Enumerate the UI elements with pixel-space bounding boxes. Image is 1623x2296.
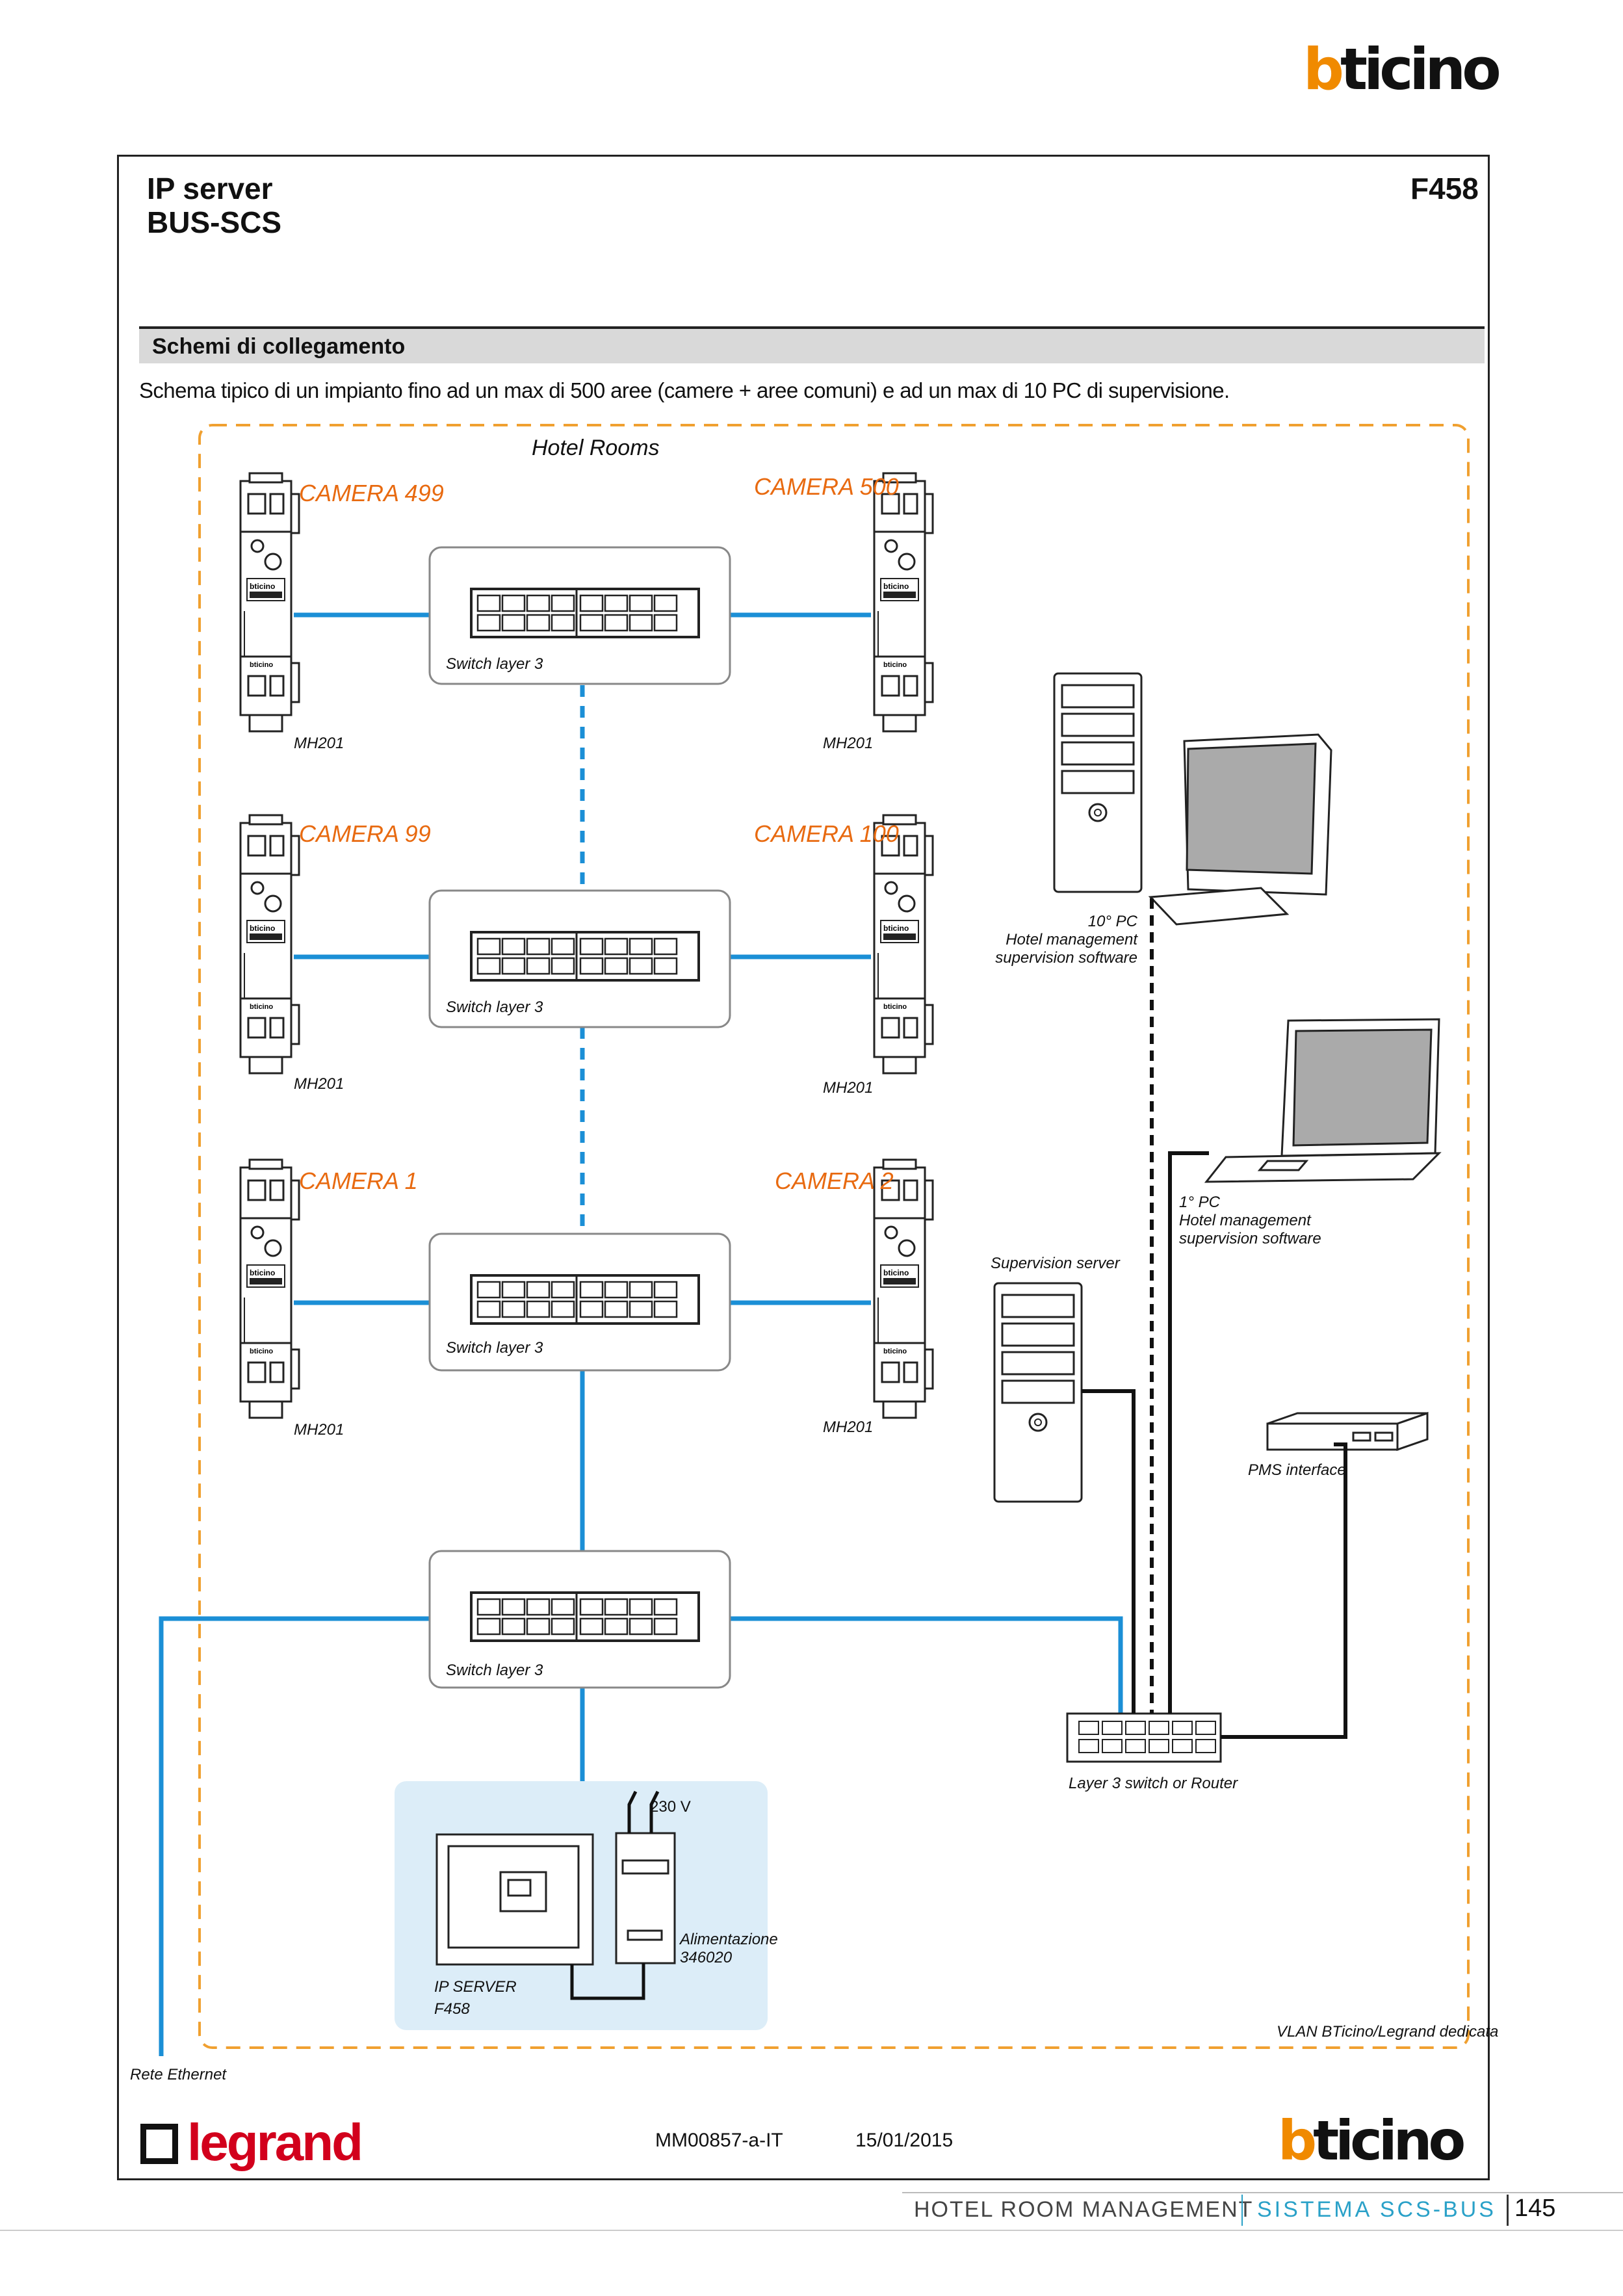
pc10-label-line3: supervision software [995, 949, 1137, 967]
power-supply-device [615, 1832, 676, 1964]
camera-100-module [873, 814, 934, 1075]
model-label: MH201 [294, 1421, 344, 1439]
power-supply-label: Alimentazione 346020 [680, 1931, 778, 1967]
voltage-label: 230 V [650, 1798, 691, 1816]
footer-system: SISTEMA SCS-BUS [1257, 2197, 1496, 2222]
model-label: MH201 [294, 735, 344, 752]
page-number: 145 [1514, 2195, 1556, 2222]
camera-99-label: CAMERA 99 [299, 820, 431, 847]
camera-499-label: CAMERA 499 [299, 480, 444, 506]
section-title: Schemi di collegamento [152, 334, 406, 359]
section-header: Schemi di collegamento [139, 326, 1485, 363]
camera-1-label: CAMERA 1 [299, 1168, 418, 1194]
doc-date: 15/01/2015 [855, 2130, 954, 2151]
doc-code: MM00857-a-IT [655, 2130, 783, 2151]
model-label: MH201 [823, 1079, 874, 1097]
ip-server-label: IP SERVER F458 [434, 1976, 517, 2020]
camera-500-label: CAMERA 500 [754, 473, 899, 500]
supervision-server-label: Supervision server [991, 1255, 1120, 1272]
switch-label: Switch layer 3 [446, 1662, 543, 1679]
zone-label: Hotel Rooms [532, 436, 660, 460]
ip-server-label-line2: F458 [434, 2000, 470, 2018]
page-title-line1: IP server [147, 172, 273, 205]
camera-99-module [239, 814, 300, 1075]
footer-strip [902, 2192, 1623, 2193]
vlan-label: VLAN BTicino/Legrand dedicata [1277, 2023, 1499, 2041]
laptop-1st-pc [1204, 1018, 1442, 1183]
power-supply-label-line2: 346020 [680, 1949, 733, 1966]
pc10-label: 10° PC Hotel management supervision soft… [988, 913, 1137, 967]
datasheet-frame [117, 155, 1490, 2180]
ip-server-device [435, 1833, 594, 1966]
router-device [1066, 1712, 1222, 1763]
power-supply-label-line1: Alimentazione [680, 1931, 778, 1948]
section-description: Schema tipico di un impianto fino ad un … [139, 378, 1230, 402]
camera-500-module [873, 472, 934, 733]
bticino-footer-logo: bticino [1278, 2109, 1466, 2172]
model-label: MH201 [294, 1075, 344, 1093]
bticino-logo: bticino [1303, 36, 1501, 103]
pc1-label: 1° PC Hotel management supervision softw… [1179, 1194, 1321, 1248]
camera-2-label: CAMERA 2 [775, 1168, 894, 1194]
ip-server-label-line1: IP SERVER [434, 1978, 517, 1996]
pms-interface-device [1266, 1411, 1429, 1452]
model-label: MH201 [823, 1418, 874, 1436]
legrand-wordmark: legrand [187, 2113, 363, 2171]
camera-100-label: CAMERA 100 [754, 820, 899, 847]
pc1-label-line3: supervision software [1179, 1230, 1321, 1247]
page-title-line2: BUS-SCS [147, 205, 282, 239]
pc10-label-line1: 10° PC [1087, 913, 1137, 930]
bottom-rule [0, 2230, 1623, 2231]
legrand-logo: legrand [140, 2113, 363, 2172]
pc10-label-line2: Hotel management [1006, 931, 1137, 948]
footer-divider [1507, 2195, 1509, 2226]
ethernet-label: Rete Ethernet [130, 2066, 227, 2083]
pms-label: PMS interface [1248, 1461, 1346, 1479]
monitor-10th-pc [1148, 733, 1332, 926]
pc1-label-line2: Hotel management [1179, 1212, 1311, 1229]
camera-2-module [873, 1158, 934, 1419]
switch-label: Switch layer 3 [446, 655, 543, 673]
switch-label: Switch layer 3 [446, 998, 543, 1016]
switch-label: Switch layer 3 [446, 1339, 543, 1357]
router-label: Layer 3 switch or Router [1069, 1775, 1238, 1792]
pc1-label-line1: 1° PC [1179, 1194, 1220, 1211]
product-code: F458 [1410, 172, 1479, 205]
footer-divider [1241, 2195, 1243, 2226]
camera-499-module [239, 472, 300, 733]
camera-1-module [239, 1158, 300, 1419]
footer-category: HOTEL ROOM MANAGEMENT [914, 2197, 1254, 2222]
model-label: MH201 [823, 735, 874, 752]
legrand-mark-icon [140, 2124, 178, 2164]
